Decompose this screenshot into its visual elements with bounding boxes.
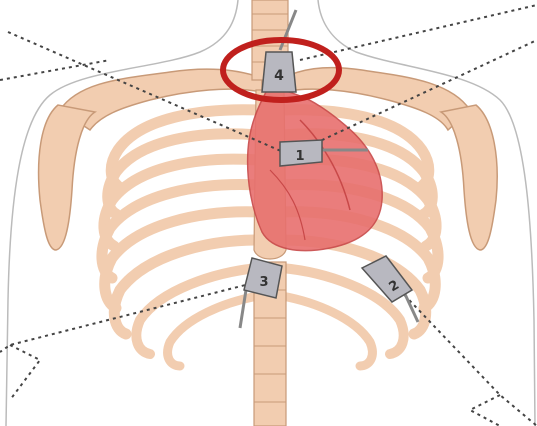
probe-3-label: 3 bbox=[259, 275, 268, 290]
scan-line-probe-3-b bbox=[10, 345, 40, 400]
scan-line-probe-2-a bbox=[390, 280, 537, 426]
scan-line-probe-2-b bbox=[470, 395, 500, 426]
probe-4-label: 4 bbox=[274, 68, 284, 84]
probe-1-label: 1 bbox=[295, 149, 304, 164]
scan-line-probe-4 bbox=[300, 5, 537, 60]
left-ribs bbox=[102, 110, 258, 366]
